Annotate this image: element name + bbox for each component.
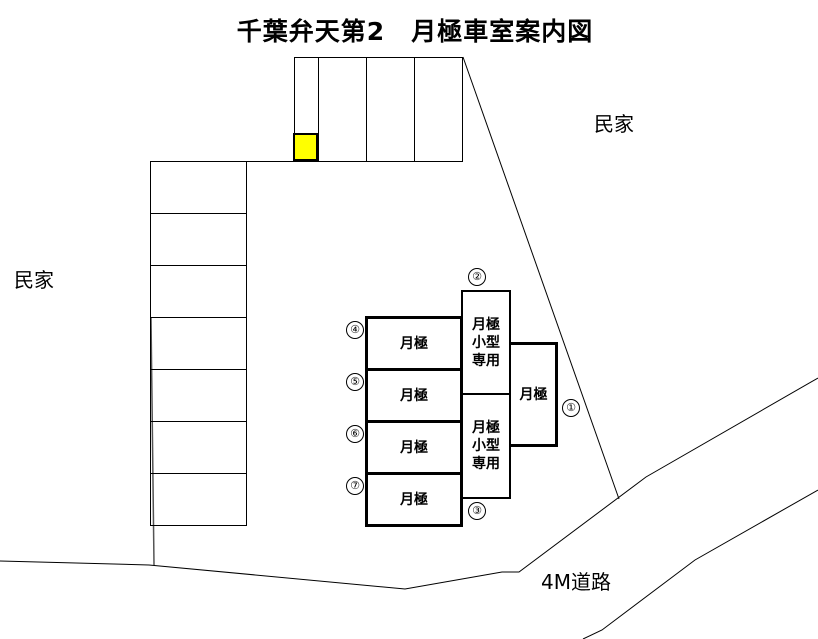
- parking-space-left: [150, 369, 247, 422]
- parking-space-top: [318, 57, 367, 162]
- neighbor-house-left-label: 民家: [14, 268, 54, 292]
- parking-space-top: [366, 57, 415, 162]
- space-label: 月極: [400, 491, 428, 508]
- neighbor-house-right-label: 民家: [594, 112, 634, 136]
- parking-space-left: [150, 161, 247, 214]
- space-number: ⑤: [346, 373, 364, 391]
- space-number: ①: [562, 399, 580, 417]
- highlight-marker: [293, 133, 318, 161]
- space-label: 月極 小型 専用: [472, 316, 500, 369]
- space-label: 月極: [400, 439, 428, 456]
- space-number: ③: [468, 502, 486, 520]
- space-label: 月極: [400, 335, 428, 352]
- space-number: ⑦: [346, 477, 364, 495]
- parking-space-left: [150, 317, 247, 370]
- space-label: 月極 小型 専用: [472, 420, 500, 472]
- page-title: 千葉弁天第2 月極車室案内図: [236, 17, 594, 46]
- space-label: 月極: [400, 387, 428, 404]
- road-label: 4M道路: [541, 570, 611, 594]
- connector-line: [246, 161, 295, 163]
- parking-space-left: [150, 265, 247, 318]
- space-number: ②: [468, 268, 486, 286]
- parking-space-top: [414, 57, 463, 162]
- parking-space-left: [150, 473, 247, 526]
- space-number: ⑥: [346, 425, 364, 443]
- space-number: ④: [346, 321, 364, 339]
- parking-space-left: [150, 421, 247, 474]
- parking-space-left: [150, 213, 247, 266]
- space-label: 月極: [519, 387, 548, 403]
